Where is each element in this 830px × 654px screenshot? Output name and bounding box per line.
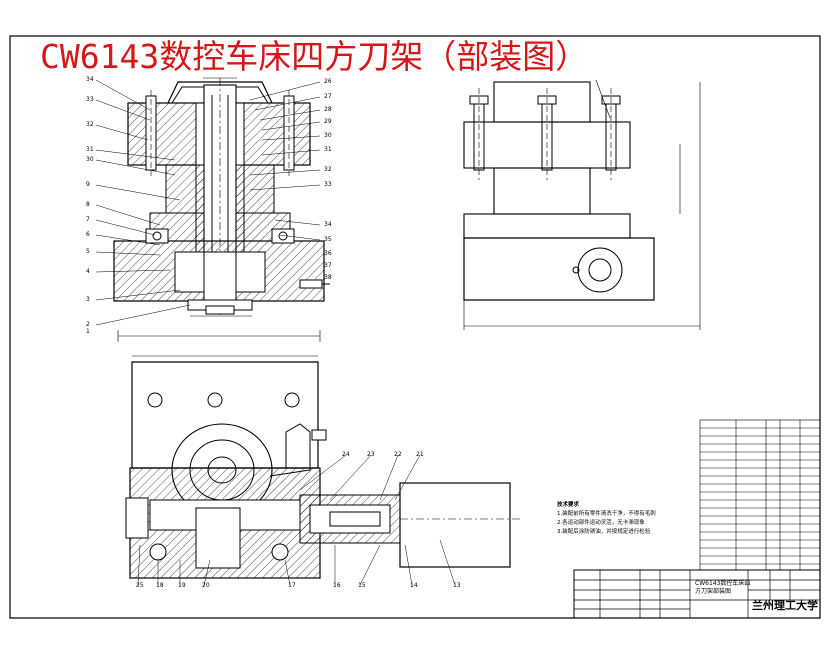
balloon-number-bottom: 22 [394,451,402,458]
balloon-number-left: 32 [86,121,94,128]
balloon-number-bottom: 15 [358,582,366,589]
balloon-number-left: 2 [86,321,90,328]
balloon-number-right: 26 [324,78,332,85]
balloon-number-left: 4 [86,268,90,275]
balloon-number-right: 34 [324,221,332,228]
balloon-number-left: 9 [86,181,90,188]
balloon-number-right: 35 [324,236,332,243]
title-block [573,569,821,619]
balloon-number-bottom: 14 [410,582,418,589]
balloon-number-right: 38 [324,274,332,281]
balloon-number-bottom: 16 [333,582,341,589]
balloon-number-right: 31 [324,146,332,153]
notes-heading: 技术要求 [557,502,580,508]
drawing-name-line: 方刀架部装图 [695,588,732,595]
note-item: 2.各运动部件运动灵活，无卡滞现象 [557,520,645,526]
drawing-name-line: CW6143数控车床四 [695,580,751,587]
balloon-number-bottom: 17 [288,582,296,589]
title-block-drawing-name: CW6143数控车床四 方刀架部装图 [695,580,750,596]
balloon-number-right: 37 [324,262,332,269]
balloon-number-left: 30 [86,156,94,163]
balloon-number-bottom: 20 [202,582,210,589]
balloon-number-left: 31 [86,146,94,153]
balloon-number-left: 8 [86,201,90,208]
balloon-number-left: 6 [86,231,90,238]
drawing-title: CW6143数控车床四方刀架（部装图） [40,37,589,76]
balloon-number-left: 5 [86,248,90,255]
balloon-number-bottom: 18 [156,582,164,589]
drawing-border [9,35,821,619]
plan-view [125,355,520,586]
balloon-number-left: 33 [86,96,94,103]
balloon-number-right: 27 [324,93,332,100]
institution-name: 兰州理工大学 [752,599,818,612]
front-section-view [95,77,330,342]
balloon-number-right: 33 [324,181,332,188]
technical-notes: 技术要求 1.装配前所有零件清洗干净，不得有毛刺 2.各运动部件运动灵活，无卡滞… [557,501,682,537]
balloon-number-bottom: 23 [367,451,375,458]
balloon-number-left: 1 [86,328,90,335]
side-view [463,79,701,330]
balloon-number-bottom: 24 [342,451,350,458]
balloon-number-right: 32 [324,166,332,173]
balloon-number-left: 7 [86,216,90,223]
balloon-number-right: 30 [324,132,332,139]
balloon-number-bottom: 13 [453,582,461,589]
balloon-number-left: 3 [86,296,90,303]
balloon-number-right: 29 [324,118,332,125]
note-item: 1.装配前所有零件清洗干净，不得有毛刺 [557,511,656,517]
parts-list-table [699,419,821,571]
balloon-number-right: 36 [324,250,332,257]
balloon-number-bottom: 19 [178,582,186,589]
note-item: 3.装配后涂防锈油，并按规定进行检验 [557,529,651,535]
balloon-number-bottom: 25 [136,582,144,589]
balloon-number-right: 28 [324,106,332,113]
balloon-number-left: 34 [86,76,94,83]
balloon-number-bottom: 21 [416,451,424,458]
